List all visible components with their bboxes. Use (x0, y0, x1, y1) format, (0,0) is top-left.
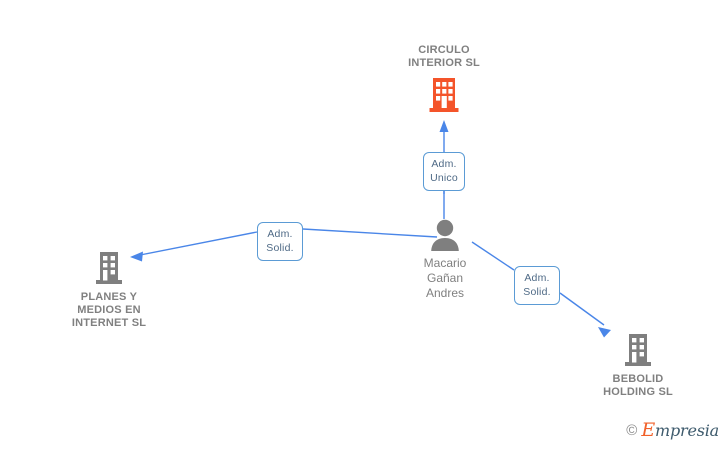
node-label-macario-ganan-andres: Macario Gañan Andres (423, 256, 467, 300)
edge-label-adm-solid-planes[interactable]: Adm. Solid. (257, 222, 303, 261)
edge-label-adm-solid-bebolid[interactable]: Adm. Solid. (514, 266, 560, 305)
brand-logo: Empresia (641, 421, 719, 440)
copyright-icon: © (626, 422, 638, 439)
node-macario-ganan-andres[interactable]: Macario Gañan Andres (395, 219, 495, 301)
node-label-planes-y-medios: PLANES Y MEDIOS EN INTERNET SL (71, 291, 147, 329)
brand-initial: E (641, 419, 655, 441)
edge-label-adm-unico[interactable]: Adm. Unico (423, 152, 465, 191)
person-icon (431, 219, 459, 251)
watermark: © Empresia (626, 421, 719, 440)
building-icon (625, 334, 651, 366)
node-label-circulo-interior: CIRCULO INTERIOR SL (408, 44, 480, 69)
edge-person-to-bebolid (471, 241, 611, 338)
node-planes-y-medios[interactable]: PLANES Y MEDIOS EN INTERNET SL (44, 251, 174, 330)
arrowhead-up-icon (439, 120, 449, 132)
building-icon (429, 78, 459, 112)
building-icon (96, 252, 122, 284)
edge-person-to-planes (130, 228, 438, 262)
node-circulo-interior[interactable]: CIRCULO INTERIOR SL (379, 44, 509, 113)
arrowhead-left-icon (130, 251, 143, 262)
node-bebolid-holding[interactable]: BEBOLID HOLDING SL (573, 333, 703, 399)
arrowhead-down-right-icon (598, 327, 611, 338)
node-label-bebolid-holding: BEBOLID HOLDING SL (603, 373, 673, 398)
brand-name: mpresia (655, 421, 719, 440)
